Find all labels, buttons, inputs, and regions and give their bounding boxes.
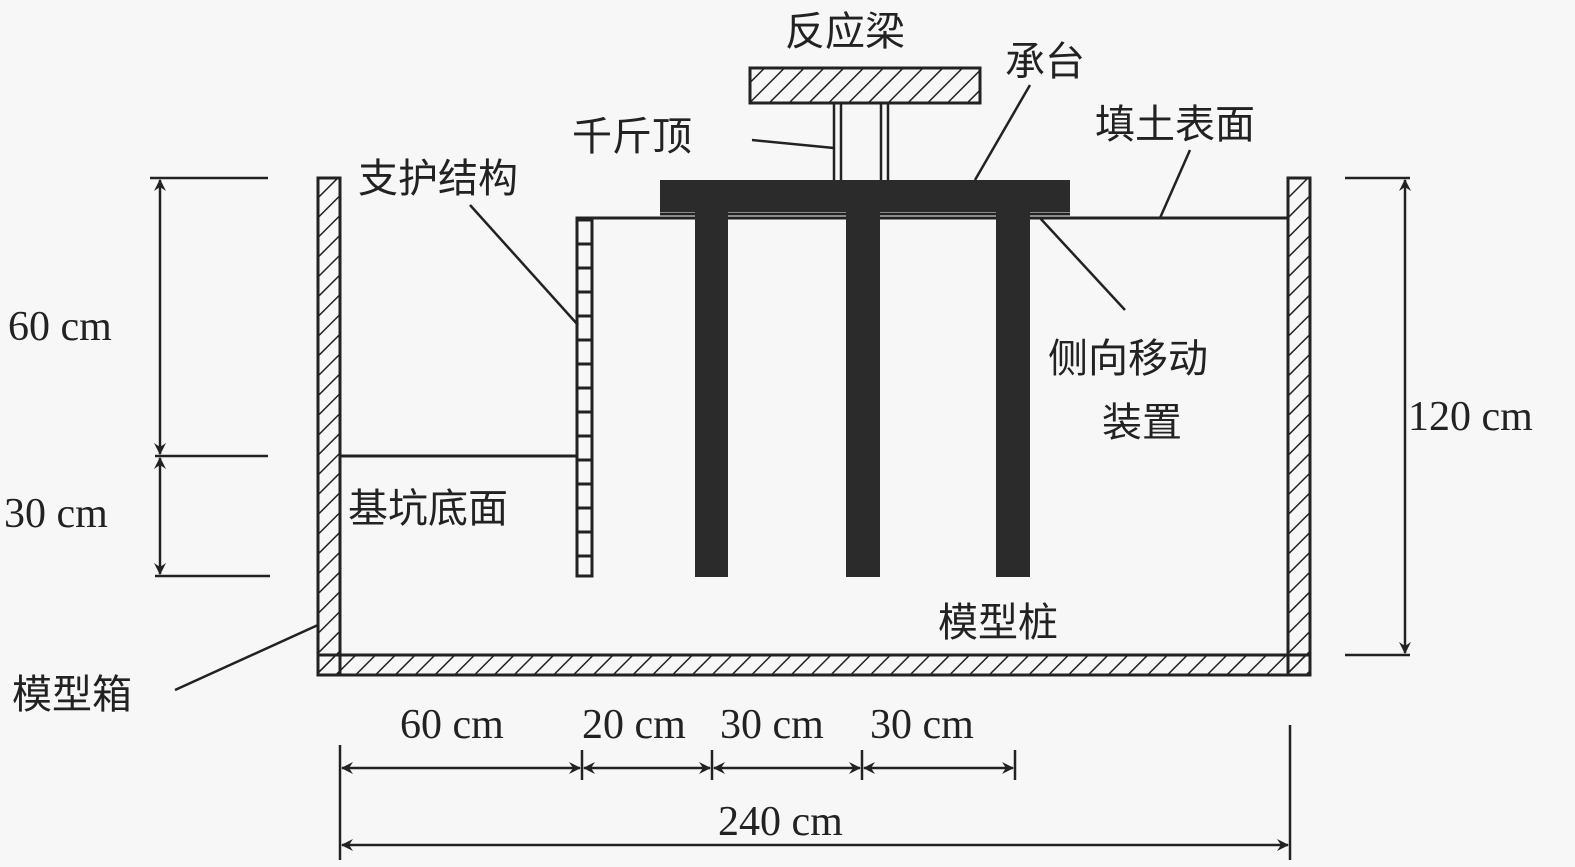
model-pile: [996, 212, 1030, 577]
right-dimension: [1345, 176, 1411, 657]
label-model-pile: 模型桩: [938, 600, 1058, 646]
bottom-dimension: [338, 725, 1292, 860]
label-lateral-device-2: 装置: [1102, 400, 1182, 446]
model-box: [316, 176, 1312, 677]
left-dimension: [150, 176, 270, 578]
label-jack: 千斤顶: [572, 114, 692, 160]
label-pile-cap: 承台: [1005, 39, 1085, 85]
label-reaction-beam: 反应梁: [785, 9, 905, 55]
label-support-structure: 支护结构: [358, 156, 518, 202]
dim-total-width: 240 cm: [718, 799, 843, 845]
support-structure: [575, 216, 594, 578]
reaction-beam: [748, 66, 982, 105]
model-pile: [695, 212, 728, 577]
dim-bottom-4: 30 cm: [870, 702, 974, 748]
dim-bottom-1: 60 cm: [400, 702, 504, 748]
dim-bottom-2: 20 cm: [582, 702, 686, 748]
label-fill-surface: 填土表面: [1095, 102, 1255, 148]
pile-cap: [660, 180, 1070, 212]
dim-bottom-3: 30 cm: [720, 702, 824, 748]
label-model-box: 模型箱: [12, 672, 132, 718]
label-pit-bottom: 基坑底面: [348, 486, 508, 532]
leader-lines: [174, 84, 1192, 692]
dim-left-upper: 60 cm: [8, 304, 112, 350]
dim-left-lower: 30 cm: [4, 491, 108, 537]
jack: [832, 103, 890, 180]
label-lateral-device: 侧向移动: [1048, 336, 1208, 382]
model-pile: [846, 212, 880, 577]
dim-right-height: 120 cm: [1408, 394, 1533, 440]
